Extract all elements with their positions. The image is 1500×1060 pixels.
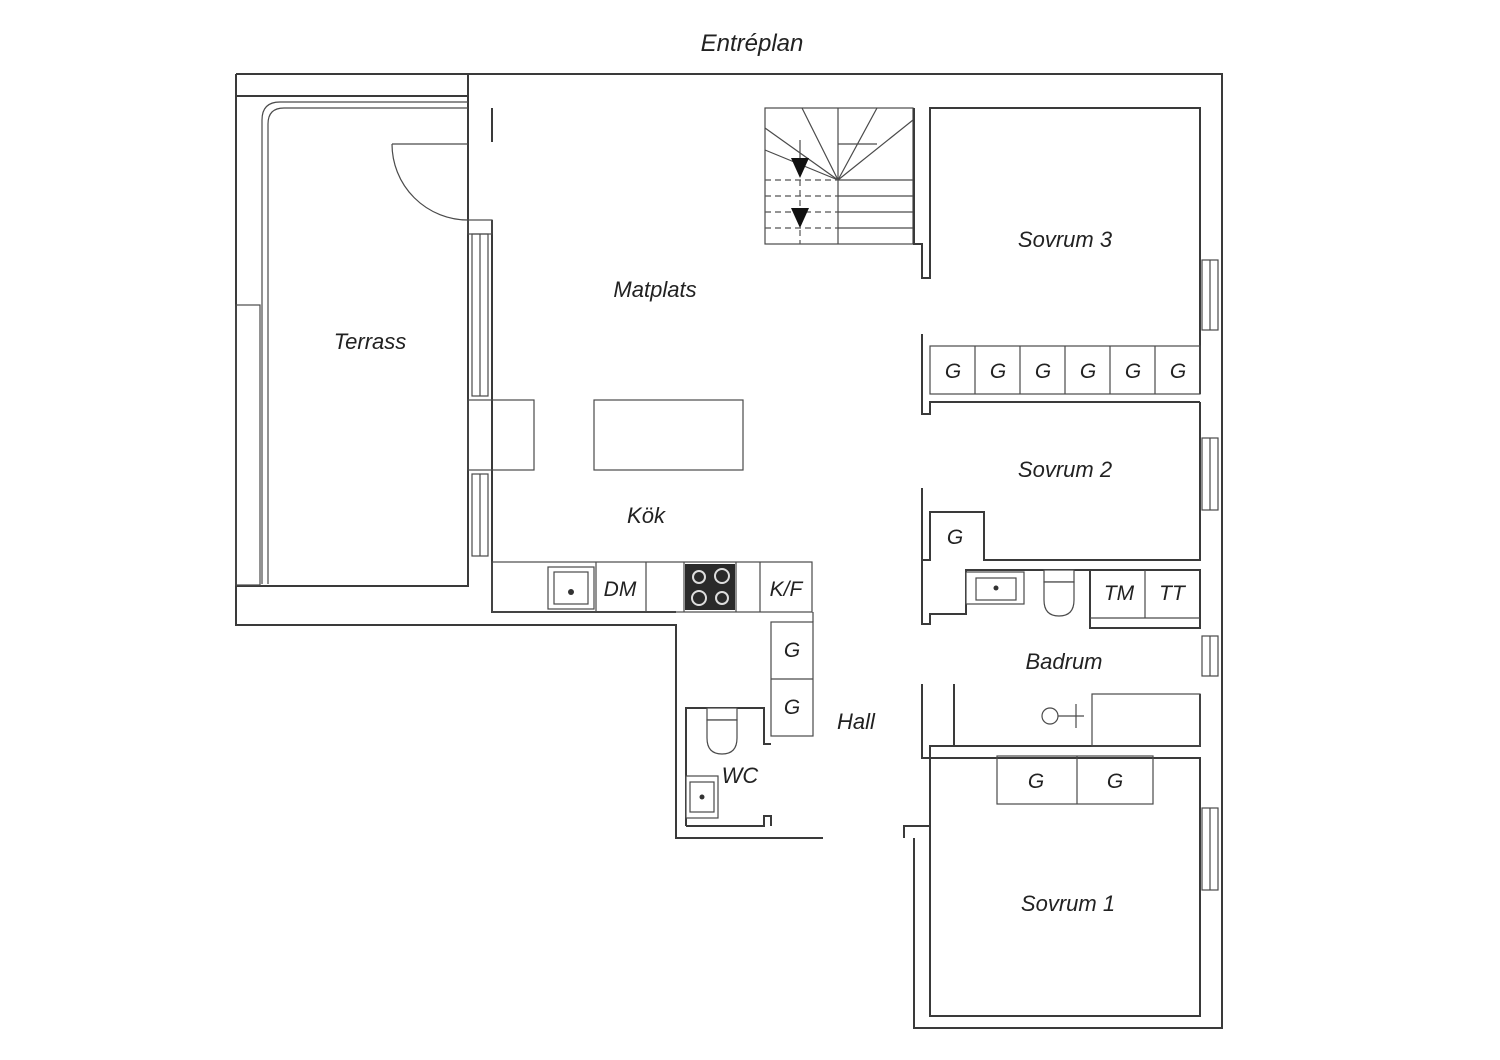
stair-arrow-down-icon <box>791 208 809 228</box>
washing-machine-label: TM <box>1104 582 1135 605</box>
room-label-sovrum-1: Sovrum 1 <box>1021 891 1115 916</box>
room-label-matplats: Matplats <box>613 277 696 302</box>
wardrobe-label: G <box>784 696 800 719</box>
stair-arrow-icon <box>791 158 809 178</box>
staircase <box>764 107 914 245</box>
wardrobe-label: G <box>1170 360 1186 383</box>
wardrobe-label: G <box>1080 360 1096 383</box>
kitchen-island <box>593 399 744 471</box>
kitchen-counter: DM K/F <box>491 561 813 613</box>
hall-wardrobes: G G <box>770 612 814 737</box>
room-label-kok: Kök <box>627 503 666 528</box>
plan-title: Entréplan <box>701 30 804 57</box>
room-label-wc: WC <box>722 763 759 788</box>
wardrobe-label: G <box>1035 360 1051 383</box>
bedroom-2-walls: G <box>921 402 1219 561</box>
room-label-hall: Hall <box>837 709 876 734</box>
bedroom-1-walls: G G <box>929 755 1219 1017</box>
room-label-sovrum-3: Sovrum 3 <box>1018 227 1113 252</box>
fridge-freezer-label: K/F <box>770 578 804 601</box>
terrace-door[interactable] <box>391 143 493 235</box>
bedroom-3-wardrobes: G G G G G G <box>929 345 1201 395</box>
wardrobe-label: G <box>1125 360 1141 383</box>
bathroom-walls: TM TT <box>921 560 1219 759</box>
wardrobe-label: G <box>1107 770 1123 793</box>
windows-west <box>467 233 535 557</box>
room-label-badrum: Badrum <box>1025 649 1102 674</box>
wardrobe-label: G <box>947 526 963 549</box>
dishwasher-label: DM <box>604 578 637 601</box>
bedroom-3-walls <box>913 107 1219 415</box>
wardrobe-label: G <box>990 360 1006 383</box>
exterior-walls <box>235 73 1223 1029</box>
room-label-terrass: Terrass <box>334 329 407 354</box>
room-label-sovrum-2: Sovrum 2 <box>1018 457 1112 482</box>
wardrobe-label: G <box>945 360 961 383</box>
wc-walls <box>685 707 772 827</box>
terrace-railing <box>235 101 468 586</box>
tumble-dryer-label: TT <box>1159 582 1187 605</box>
wardrobe-label: G <box>784 639 800 662</box>
wardrobe-label: G <box>1028 770 1044 793</box>
